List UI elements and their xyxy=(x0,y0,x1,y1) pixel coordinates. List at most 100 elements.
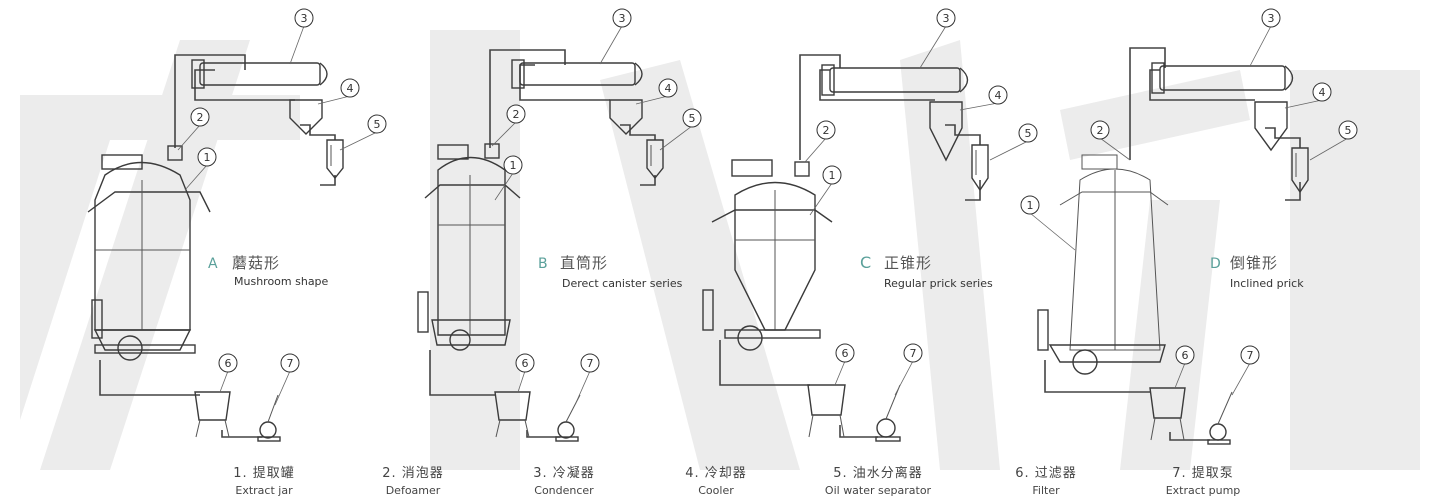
callout-circle xyxy=(822,165,842,185)
svg-text:Extract jar: Extract jar xyxy=(235,484,293,497)
legend-item-extract-jar: 1. 提取罐 Extract jar xyxy=(233,465,295,497)
callout-leader xyxy=(1029,212,1076,251)
callout-number: 3 xyxy=(1268,12,1275,25)
callout-circle xyxy=(580,353,600,373)
callout-number: 7 xyxy=(587,357,594,370)
callout-leader xyxy=(184,164,208,191)
callout-4: 4 xyxy=(959,85,1008,111)
callout-circle xyxy=(835,343,855,363)
svg-text:Extract pump: Extract pump xyxy=(1166,484,1241,497)
variant-label-b: B 直筒形 Derect canister series xyxy=(538,254,683,290)
callout-7: 7 xyxy=(274,353,300,406)
callout-number: 6 xyxy=(842,347,849,360)
callout-circle xyxy=(294,8,314,28)
callout-leader xyxy=(809,182,833,216)
callout-circle xyxy=(1018,123,1038,143)
variant-label-c: C 正锥形 Regular prick series xyxy=(860,253,993,290)
svg-text:Derect canister series: Derect canister series xyxy=(562,277,683,290)
unit-b-canister xyxy=(417,49,664,442)
callout-5: 5 xyxy=(1309,120,1358,161)
callout-circle xyxy=(1175,345,1195,365)
svg-text:C: C xyxy=(860,253,871,272)
callout-leader xyxy=(1099,137,1131,161)
callout-1: 1 xyxy=(494,155,523,201)
callout-4: 4 xyxy=(1284,82,1332,109)
callout-circle xyxy=(903,343,923,363)
callout-number: 7 xyxy=(1247,349,1254,362)
svg-text:6. 过滤器: 6. 过滤器 xyxy=(1015,466,1077,481)
callout-circle xyxy=(190,107,210,127)
background-watermark xyxy=(20,30,1420,470)
callout-leader xyxy=(1249,25,1272,67)
callout-circle xyxy=(936,8,956,28)
callout-leader xyxy=(635,95,669,105)
legend: 1. 提取罐 Extract jar 2. 消泡器 Defoamer 3. 冷凝… xyxy=(233,465,1240,497)
callout-6: 6 xyxy=(1174,345,1195,389)
callout-6: 6 xyxy=(515,353,535,393)
callout-circle xyxy=(1338,120,1358,140)
callout-number: 3 xyxy=(943,12,950,25)
variant-label-d: D 倒锥形 Inclined prick xyxy=(1210,254,1304,290)
callout-circle xyxy=(1020,195,1040,215)
callout-leader xyxy=(177,124,201,151)
callout-1: 1 xyxy=(184,147,217,191)
callout-number: 2 xyxy=(197,111,204,124)
callout-number: 5 xyxy=(1345,124,1352,137)
svg-text:直筒形: 直筒形 xyxy=(560,254,608,272)
callout-circle xyxy=(197,147,217,167)
unit-d-inclined-cone xyxy=(1037,47,1309,445)
callout-circle xyxy=(506,104,526,124)
callout-leader xyxy=(317,95,351,105)
callout-4: 4 xyxy=(317,78,360,105)
callout-circle xyxy=(1240,345,1260,365)
callout-leader xyxy=(959,102,999,111)
callout-circle xyxy=(816,120,836,140)
svg-text:B: B xyxy=(538,256,548,272)
callout-leader xyxy=(274,370,291,406)
callout-leader xyxy=(894,360,914,396)
callout-number: 4 xyxy=(995,89,1002,102)
svg-text:Oil water separator: Oil water separator xyxy=(825,484,932,497)
svg-text:1. 提取罐: 1. 提取罐 xyxy=(233,465,295,481)
unit-a-mushroom xyxy=(87,54,344,442)
callout-leader xyxy=(659,125,693,151)
callout-circle xyxy=(612,8,632,28)
svg-text:Inclined prick: Inclined prick xyxy=(1230,277,1304,290)
callout-number: 1 xyxy=(1027,199,1034,212)
callout-number: 6 xyxy=(522,357,529,370)
variant-label-a: A 蘑菇形 Mushroom shape xyxy=(208,254,329,288)
callout-7: 7 xyxy=(1231,345,1260,396)
callout-leader xyxy=(919,25,947,69)
callout-circle xyxy=(682,108,702,128)
callout-number: 3 xyxy=(619,12,626,25)
legend-item-cooler: 4. 冷却器 Cooler xyxy=(685,466,746,497)
callout-leader xyxy=(834,360,846,386)
callout-leader xyxy=(574,370,591,406)
callout-number: 2 xyxy=(823,124,830,137)
callout-3: 3 xyxy=(1249,8,1281,67)
callout-leader xyxy=(289,25,305,65)
callout-circle xyxy=(340,78,360,98)
callout-circle xyxy=(367,114,387,134)
callout-1: 1 xyxy=(1020,195,1076,251)
svg-text:Filter: Filter xyxy=(1032,484,1060,497)
svg-text:Defoamer: Defoamer xyxy=(386,484,441,497)
callout-6: 6 xyxy=(834,343,855,386)
callout-circle xyxy=(1090,120,1110,140)
svg-text:5. 油水分离器: 5. 油水分离器 xyxy=(833,465,923,481)
svg-text:D: D xyxy=(1210,256,1221,272)
callout-number: 6 xyxy=(1182,349,1189,362)
legend-item-oil-water-separator: 5. 油水分离器 Oil water separator xyxy=(825,465,932,497)
callout-2: 2 xyxy=(491,104,526,147)
callout-leader xyxy=(517,370,526,393)
callout-5: 5 xyxy=(339,114,387,151)
callout-7: 7 xyxy=(574,353,600,406)
callout-7: 7 xyxy=(894,343,923,396)
svg-text:正锥形: 正锥形 xyxy=(884,254,932,272)
callout-number: 4 xyxy=(665,82,672,95)
callout-3: 3 xyxy=(919,8,956,69)
callout-number: 1 xyxy=(204,151,211,164)
callout-leader xyxy=(1174,362,1186,389)
callout-number: 2 xyxy=(513,108,520,121)
